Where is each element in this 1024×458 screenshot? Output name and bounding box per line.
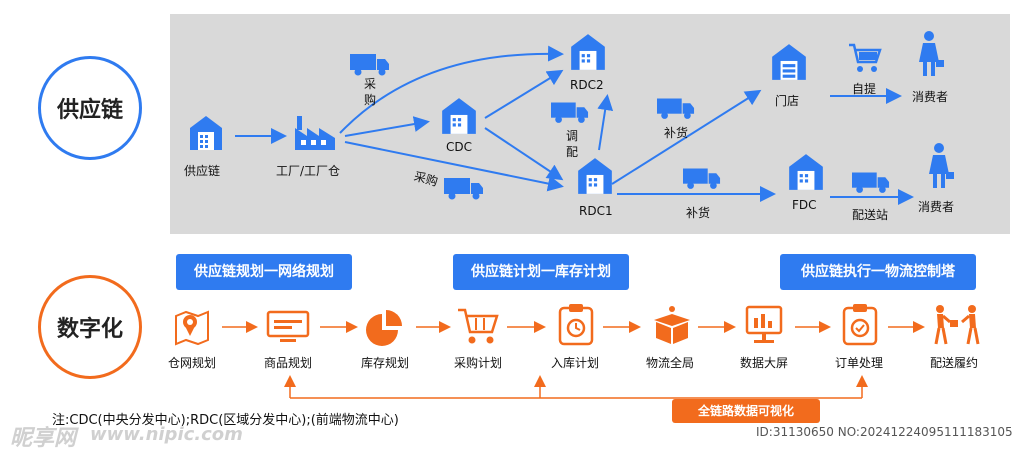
arrow-cdc-rdc1 [484, 127, 564, 181]
warehouse-icon [789, 154, 823, 190]
store-icon [772, 44, 806, 80]
person-icon [919, 31, 944, 76]
node-label-rdc1: RDC1 [579, 204, 613, 218]
truck-icon [551, 102, 589, 123]
arrow-factory-cdc [344, 116, 430, 137]
supply-chain-circle-label: 供应链 [56, 98, 123, 123]
step-label-order-processing: 订单处理 [834, 356, 883, 370]
dashboard-screen-icon [745, 305, 783, 343]
watermark-url: www.nipic.com [90, 424, 243, 445]
warehouse-icon [190, 116, 222, 150]
supply-chain-circle: 供应链 [38, 56, 142, 160]
clipboard-clock-icon [558, 304, 594, 346]
digitization-circle-label: 数字化 [56, 317, 123, 342]
node-label-station: 配送站 [852, 208, 889, 222]
truck-icon [444, 178, 483, 200]
edge-label-purchase-1: 采 购 [364, 77, 377, 107]
node-label-pickup: 自提 [852, 82, 877, 96]
map-pin-icon [175, 310, 209, 346]
step-label-inventory-planning: 库存规划 [360, 356, 409, 370]
arrow-factory-rdc1 [344, 141, 564, 192]
clipboard-check-icon [842, 304, 878, 346]
step-label-inbound-plan: 入库计划 [550, 356, 599, 370]
person-icon [929, 143, 954, 188]
warehouse-icon [578, 158, 612, 194]
shopping-cart-icon [458, 308, 499, 344]
warehouse-icon [442, 98, 476, 134]
watermark-id: ID:31130650 NO:20241224095111183105 [756, 425, 1013, 439]
truck-icon [350, 54, 389, 76]
shopping-cart-icon [849, 43, 882, 72]
node-label-cdc: CDC [446, 140, 472, 154]
truck-icon [683, 168, 721, 189]
node-label-store: 门店 [775, 94, 800, 108]
edge-label-allocate: 调 配 [566, 129, 579, 159]
delivery-people-icon [934, 305, 980, 345]
open-box-icon [654, 306, 690, 344]
node-label-supply-chain: 供应链 [184, 164, 221, 178]
arrow-cdc-rdc2 [484, 69, 564, 119]
digitization-circle: 数字化 [38, 275, 142, 379]
footnote: 注:CDC(中央分发中心);RDC(区域分发中心);(前端物流中心) [52, 413, 399, 428]
step-label-delivery-fulfillment: 配送履约 [929, 356, 978, 370]
pie-chart-icon [366, 310, 402, 346]
step-label-network-planning: 仓网规划 [167, 356, 216, 370]
banner-logistics-control-tower: 供应链执行一物流控制塔 [780, 254, 976, 290]
step-label-logistics-overview: 物流全局 [645, 356, 694, 370]
arrow-rdc1-store [611, 89, 762, 185]
banner-network-planning: 供应链规划一网络规划 [176, 254, 352, 290]
banner-inventory-planning: 供应链计划一库存计划 [453, 254, 629, 290]
edge-label-replenish-1: 补货 [664, 126, 689, 140]
edge-label-replenish-2: 补货 [686, 206, 711, 220]
step-label-purchase-plan: 采购计划 [453, 356, 502, 370]
arrow-factory-rdc2 [339, 45, 564, 134]
node-label-consumer-1: 消费者 [912, 90, 949, 104]
arrow-rdc1-rdc2 [597, 94, 614, 151]
step-label-data-screen: 数据大屏 [739, 356, 788, 370]
truck-icon [657, 98, 695, 119]
visualization-badge: 全链路数据可视化 [672, 399, 820, 423]
watermark-logo: 昵享网 [10, 426, 77, 451]
node-label-rdc2: RDC2 [570, 78, 604, 92]
monitor-icon [266, 310, 310, 342]
node-label-factory: 工厂/工厂仓 [276, 164, 341, 178]
warehouse-icon [571, 34, 605, 70]
step-label-product-planning: 商品规划 [263, 356, 312, 370]
truck-icon [852, 172, 890, 193]
node-label-consumer-2: 消费者 [918, 200, 955, 214]
node-label-fdc: FDC [792, 198, 817, 212]
factory-icon [295, 116, 335, 150]
